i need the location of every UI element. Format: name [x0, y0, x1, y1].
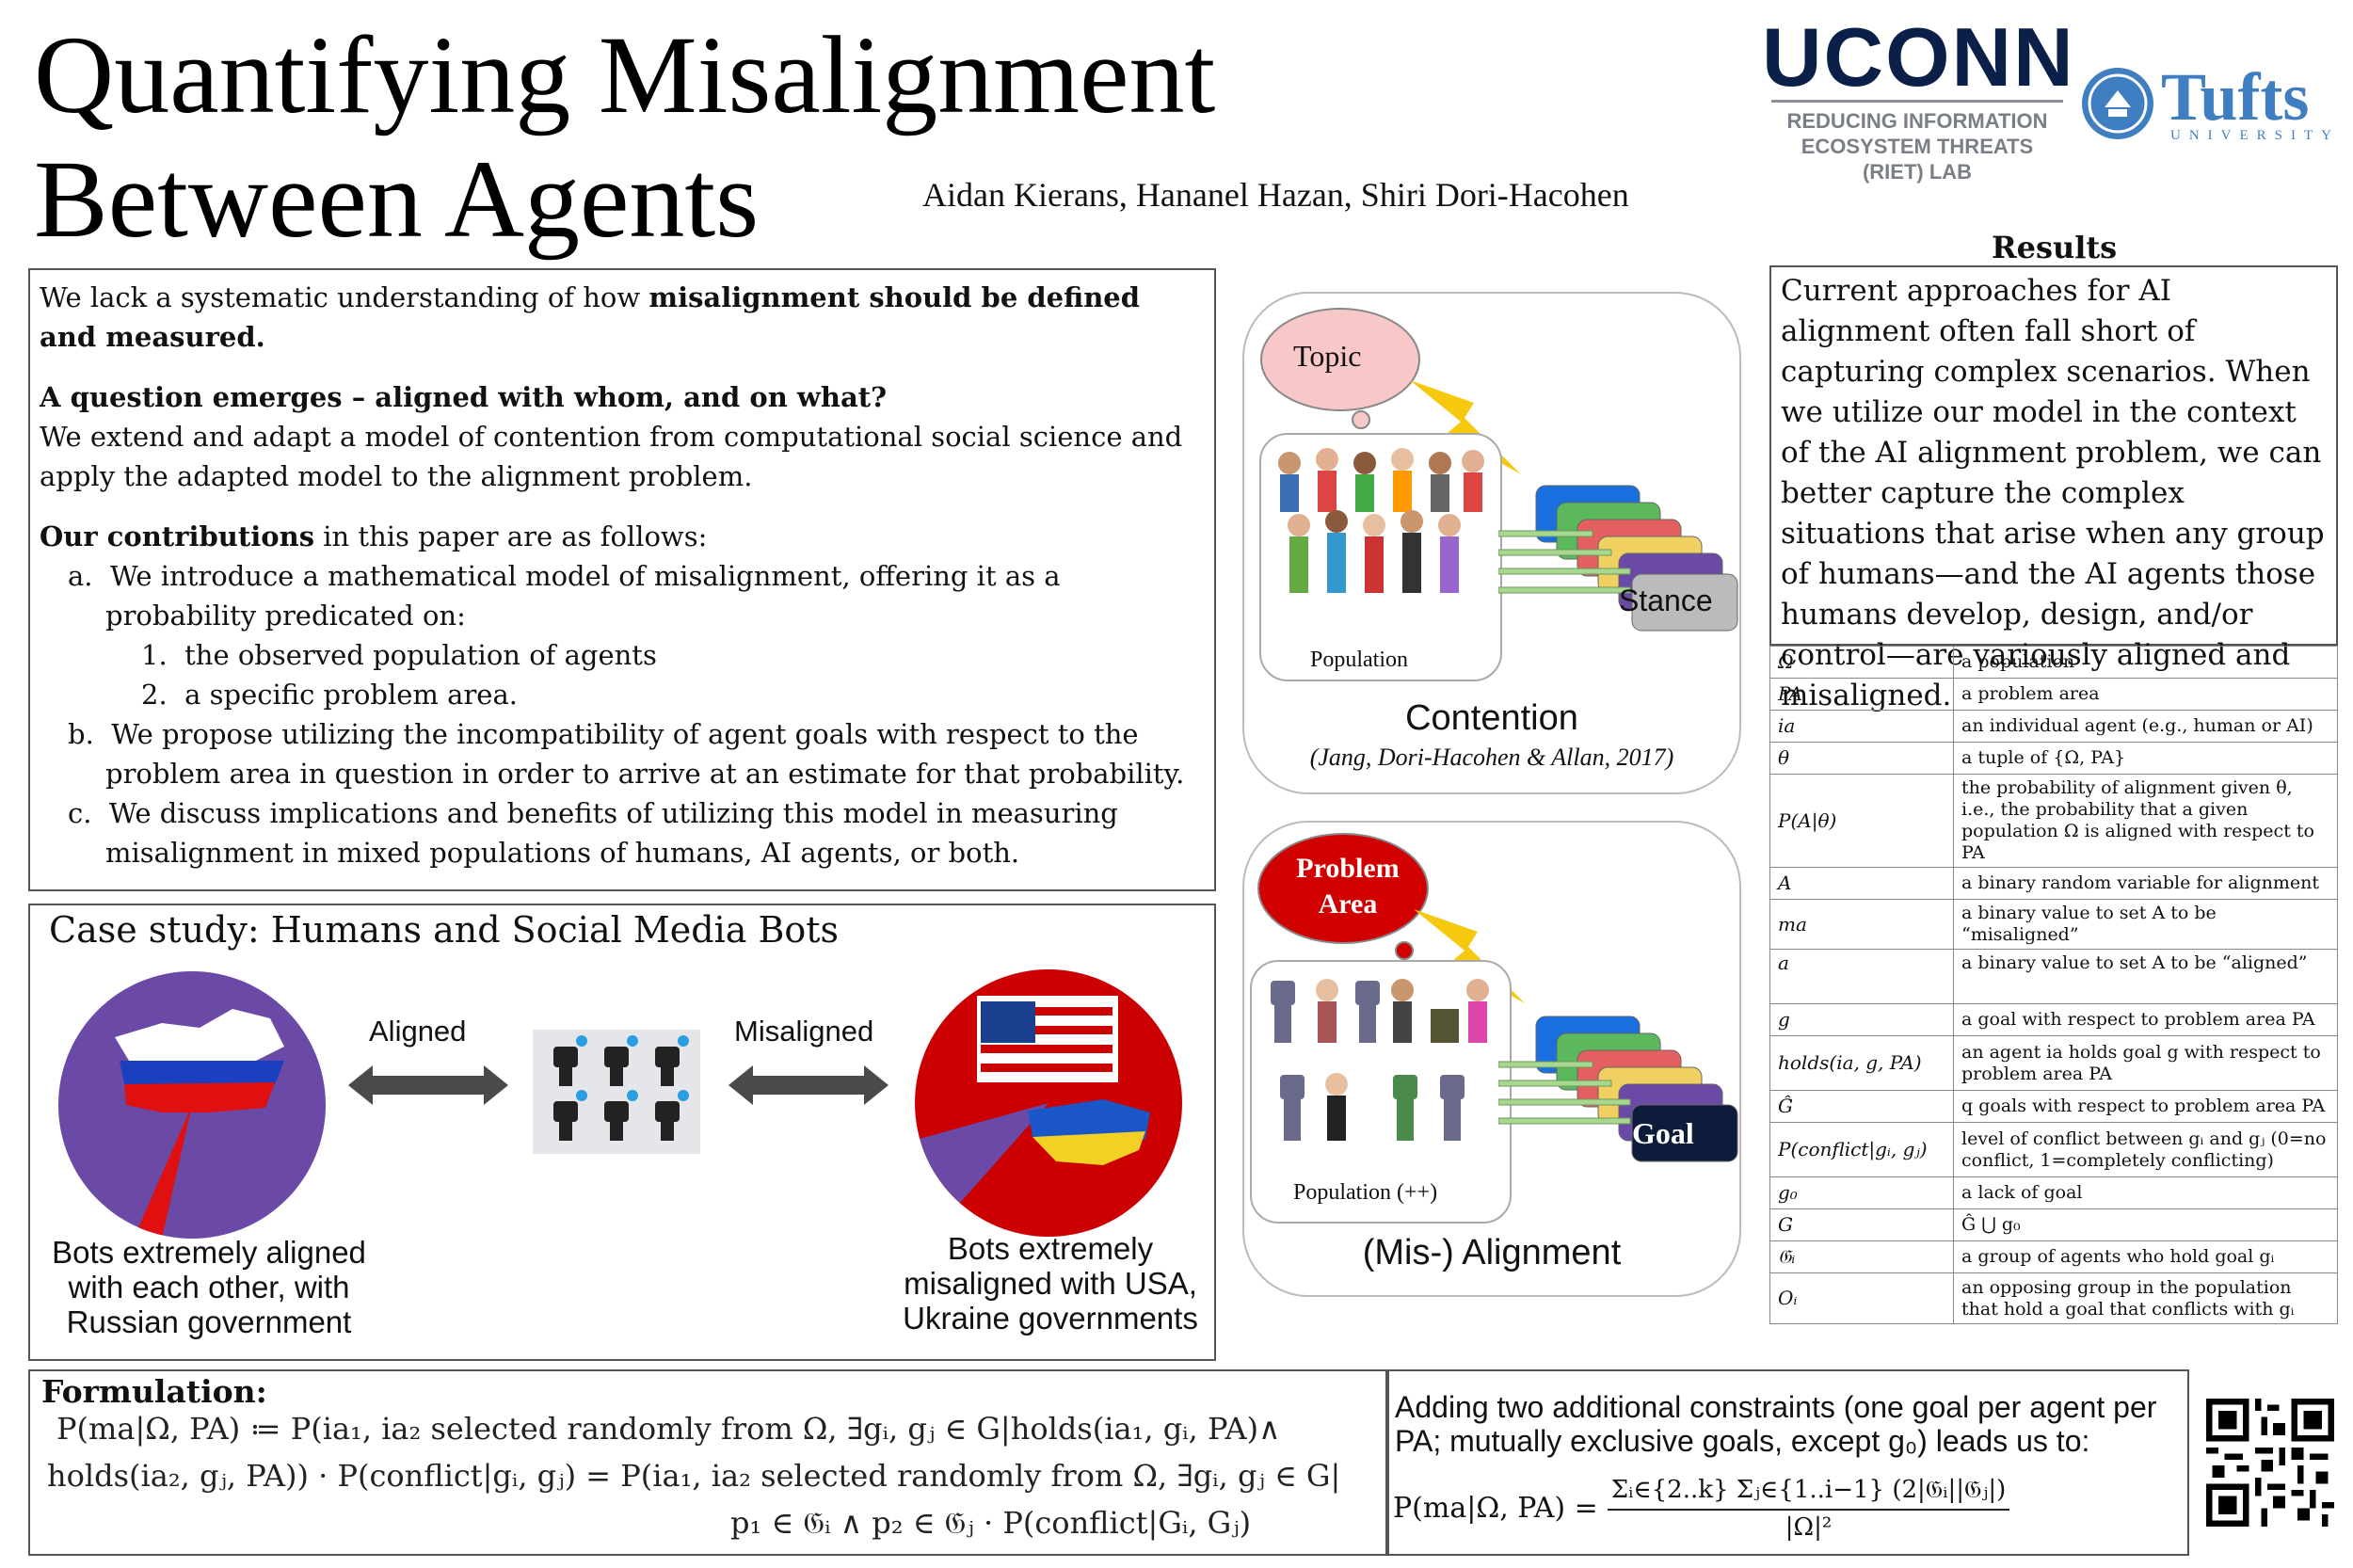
- misaligned-label: Misaligned: [734, 1015, 874, 1048]
- population-box: Population: [1259, 433, 1502, 681]
- lab-name-line-2: ECOSYSTEM THREATS: [1801, 135, 2034, 158]
- population-plus-box: Population (++): [1250, 960, 1512, 1224]
- equation-line-3: p₁ ∈ 𝔊ᵢ ∧ p₂ ∈ 𝔊ⱼ · P(conflict|Gᵢ, Gⱼ): [730, 1505, 1252, 1541]
- lab-name-line-1: REDUCING INFORMATION: [1786, 109, 2048, 133]
- population-plus-label: Population (++): [1293, 1180, 1438, 1205]
- problem-area-label: Problem Area: [1296, 853, 1400, 920]
- alignment-caption: (Mis-) Alignment: [1362, 1233, 1622, 1272]
- goal-label: Goal: [1632, 1116, 1694, 1150]
- title-line-1: Quantifying Misalignment: [34, 13, 1216, 136]
- stance-stack-icon: [1498, 485, 1738, 632]
- poster-title: Quantifying Misalignment Between Agents: [34, 13, 1215, 262]
- contribution-a-1: 1. the observed population of agents: [141, 639, 657, 671]
- results-box: Current approaches for AI alignment ofte…: [1769, 265, 2338, 712]
- contention-caption: Contention: [1405, 698, 1578, 738]
- russia-map-icon: [115, 1009, 284, 1239]
- table-row: holds(ia, g, PA)an agent ia holds goal g…: [1769, 1035, 2338, 1091]
- authors: Aidan Kierans, Hananel Hazan, Shiri Dori…: [922, 176, 1629, 214]
- introduction-box: We lack a systematic understanding of ho…: [28, 268, 1216, 891]
- equation-line-1: P(ma|Ω, PA) ≔ P(ia₁, ia₂ selected random…: [56, 1411, 1281, 1447]
- russia-alignment-pie: [58, 971, 326, 1239]
- double-arrow-icon: [348, 1065, 508, 1105]
- contention-diagram: Topic Population: [1242, 292, 1741, 794]
- problem-area-cloud-icon: [1257, 833, 1429, 960]
- formulation-heading: Formulation:: [41, 1373, 267, 1410]
- results-heading: Results: [1992, 230, 2118, 265]
- contributions-intro: Our contributions in this paper are as f…: [40, 520, 708, 552]
- humans-and-robots-image: [1271, 979, 1489, 1141]
- table-row: P(A|θ)the probability of alignment given…: [1769, 774, 2338, 868]
- logo-divider: [1771, 100, 2063, 103]
- population-label: Population: [1310, 648, 1409, 672]
- additional-constraints-box: Adding two additional constraints (one g…: [1387, 1369, 2189, 1556]
- equation-fraction: Σᵢ∈{2..k} Σⱼ∈{1..i−1} (2|𝔊ᵢ||𝔊ⱼ|) |Ω|²: [1607, 1473, 2010, 1544]
- question-heading: A question emerges – aligned with whom, …: [40, 381, 888, 413]
- contribution-a-2: 2. a specific problem area.: [141, 679, 518, 711]
- left-caption: Bots extremely aligned with each other, …: [52, 1235, 366, 1339]
- alignment-diagram: Problem Area Population (++): [1242, 821, 1741, 1297]
- table-row: P(conflict|gᵢ, gⱼ)level of conflict betw…: [1769, 1122, 2338, 1177]
- tufts-wordmark: Tufts: [2161, 59, 2310, 135]
- bots-image: [533, 1030, 700, 1154]
- problem-statement: We lack a systematic understanding of ho…: [40, 281, 1141, 353]
- contention-citation: (Jang, Dori-Hacohen & Allan, 2017): [1309, 744, 1674, 771]
- usa-ukraine-misalignment-pie: [915, 969, 1182, 1237]
- question-text: We extend and adapt a model of contentio…: [40, 421, 1183, 492]
- uconn-wordmark: UCONN: [1762, 10, 2075, 104]
- topic-cloud-icon: [1260, 308, 1420, 429]
- usa-ukraine-map-icon: [920, 996, 1150, 1203]
- double-arrow-icon: [728, 1065, 888, 1105]
- topic-label: Topic: [1293, 339, 1362, 373]
- contribution-b: b. We propose utilizing the incompatibil…: [68, 718, 1185, 790]
- case-study-title: Case study: Humans and Social Media Bots: [49, 909, 840, 951]
- qr-code-icon[interactable]: [2206, 1399, 2334, 1527]
- case-study-box: Case study: Humans and Social Media Bots…: [28, 904, 1216, 1361]
- aligned-label: Aligned: [369, 1015, 467, 1048]
- title-line-2: Between Agents: [34, 137, 760, 261]
- lab-name-line-3: (RIET) LAB: [1862, 160, 1973, 184]
- tufts-logo: Tufts UNIVERSITY: [2082, 59, 2336, 156]
- contribution-a: a. We introduce a mathematical model of …: [68, 560, 1061, 632]
- right-caption: Bots extremely misaligned with USA, Ukra…: [903, 1231, 1198, 1336]
- stance-label: Stance: [1619, 584, 1713, 617]
- crowd-image: [1278, 448, 1484, 593]
- uconn-logo: UCONN REDUCING INFORMATION ECOSYSTEM THR…: [1762, 10, 2075, 184]
- misalignment-equation: P(ma|Ω, PA) = Σᵢ∈{2..k} Σⱼ∈{1..i−1} (2|𝔊…: [1393, 1473, 2010, 1544]
- equation-lhs: P(ma|Ω, PA) =: [1393, 1492, 1598, 1525]
- goal-stack-icon: [1498, 1016, 1738, 1162]
- formulation-box: Formulation: P(ma|Ω, PA) ≔ P(ia₁, ia₂ se…: [28, 1369, 1387, 1556]
- tufts-seal-icon: [2082, 68, 2153, 139]
- contribution-c: c. We discuss implications and benefits …: [68, 797, 1118, 869]
- equation-denominator: |Ω|²: [1785, 1513, 1833, 1542]
- additional-constraints-text: Adding two additional constraints (one g…: [1395, 1390, 2157, 1458]
- tufts-subtitle: UNIVERSITY: [2170, 128, 2340, 143]
- equation-line-2: holds(ia₂, gⱼ, PA)) · P(conflict|gᵢ, gⱼ)…: [47, 1458, 1341, 1494]
- equation-numerator: Σᵢ∈{2..k} Σⱼ∈{1..i−1} (2|𝔊ᵢ||𝔊ⱼ|): [1607, 1473, 2010, 1511]
